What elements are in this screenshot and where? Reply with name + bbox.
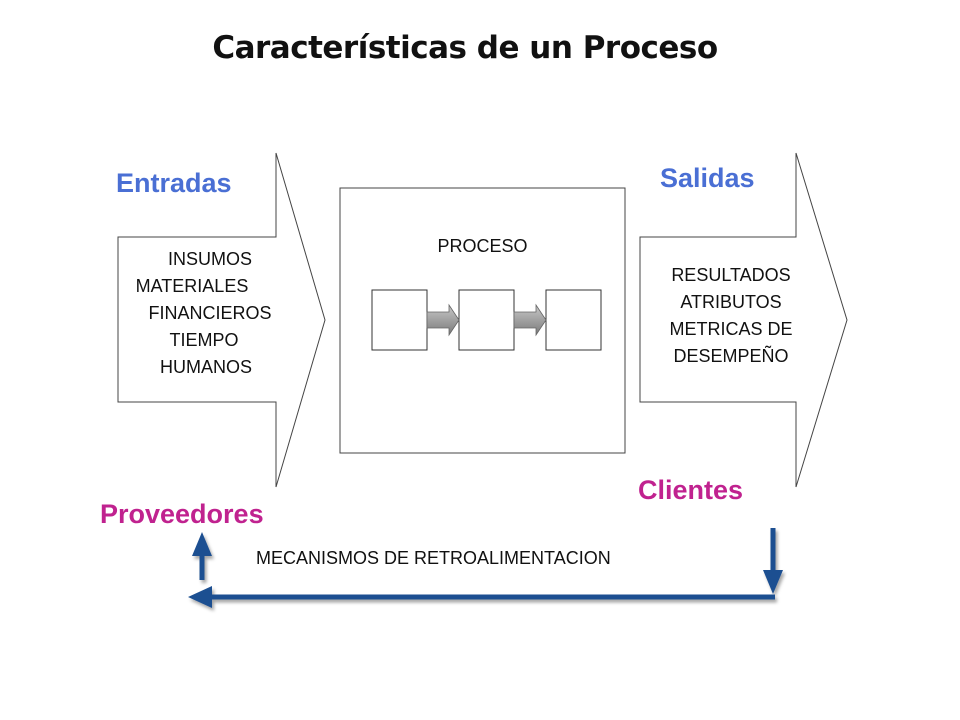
output-item: METRICAS DE: [669, 319, 793, 339]
output-item: ATRIBUTOS: [680, 292, 782, 312]
process-step-2: [458, 289, 515, 351]
outputs-list: RESULTADOS ATRIBUTOS METRICAS DE DESEMPE…: [640, 262, 822, 370]
process-step-3: [545, 289, 602, 351]
feedback-label: MECANISMOS DE RETROALIMENTACION: [256, 548, 611, 568]
input-item: HUMANOS: [159, 357, 252, 377]
feedback-up-arrowhead: [192, 532, 212, 556]
input-item: MATERIALES: [135, 276, 249, 296]
input-block-arrow: [117, 152, 326, 488]
inputs-heading: Entradas: [116, 168, 232, 198]
inputs-list: INSUMOS MATERIALES FINANCIEROS TIEMPO HU…: [118, 246, 302, 381]
process-step-1: [371, 289, 428, 351]
feedback-loop: [188, 528, 783, 608]
feedback-down-arrowhead: [763, 570, 783, 594]
clients-label: Clientes: [638, 475, 744, 505]
suppliers-label: Proveedores: [100, 499, 264, 529]
input-item: INSUMOS: [167, 249, 252, 269]
step-arrow-2: [513, 303, 547, 337]
input-item: FINANCIEROS: [148, 303, 272, 323]
output-item: RESULTADOS: [671, 265, 791, 285]
feedback-left-arrowhead: [188, 586, 212, 608]
outputs-heading: Salidas: [660, 163, 755, 193]
process-label: PROCESO: [437, 236, 528, 256]
output-block-arrow: [639, 152, 848, 488]
output-item: DESEMPEÑO: [673, 346, 789, 366]
page-title: Características de un Proceso: [212, 30, 718, 66]
input-item: TIEMPO: [169, 330, 239, 350]
step-arrow-1: [426, 303, 460, 337]
